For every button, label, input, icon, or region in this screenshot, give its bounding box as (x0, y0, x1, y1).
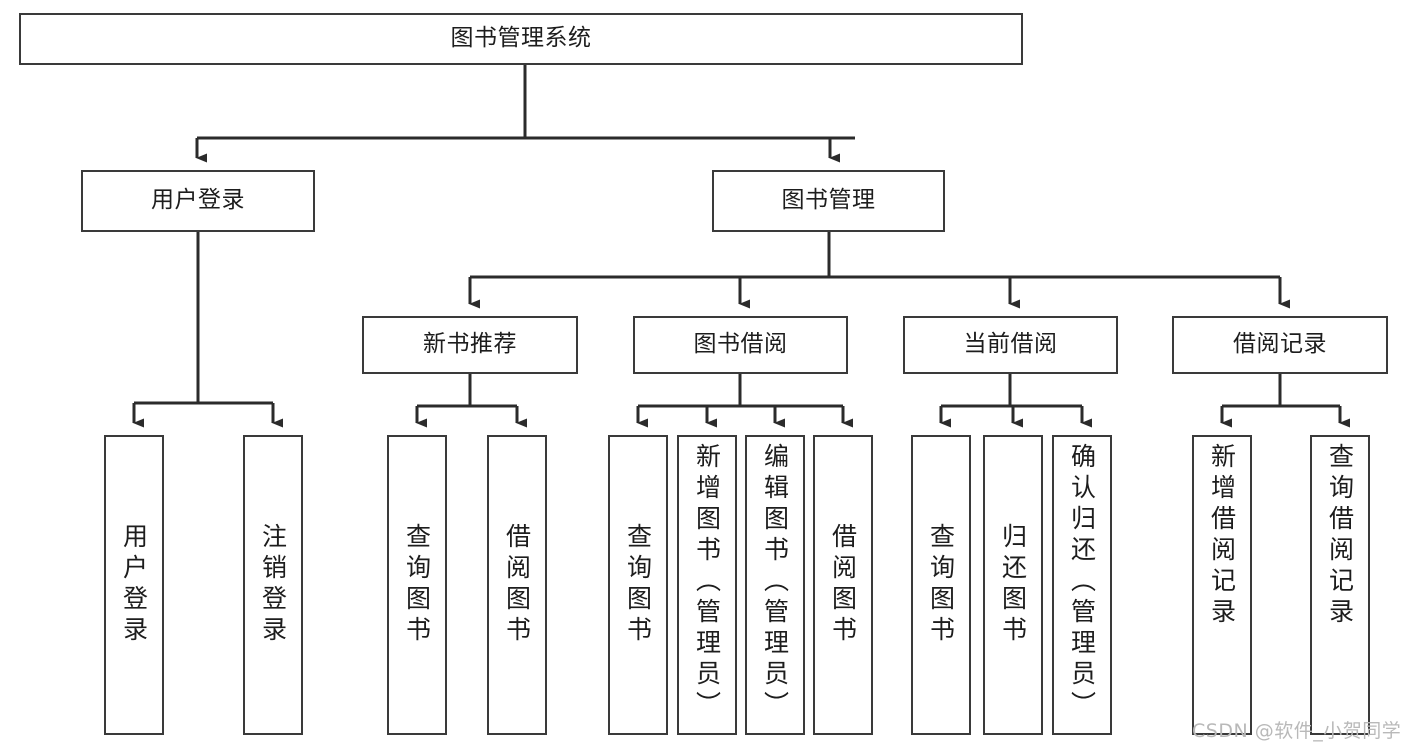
node-leaf-borrow-book[interactable]: 借阅图书 (813, 435, 873, 735)
node-leaf-query-borrow-record[interactable]: 查询借阅记录 (1310, 435, 1370, 735)
node-new-book-recommend-label: 新书推荐 (423, 331, 517, 358)
node-current-borrow[interactable]: 当前借阅 (903, 316, 1118, 374)
node-leaf-user-login-label: 用户登录 (119, 523, 149, 647)
node-leaf-add-borrow-record[interactable]: 新增借阅记录 (1192, 435, 1252, 735)
node-root[interactable]: 图书管理系统 (19, 13, 1023, 65)
node-book-borrow-label: 图书借阅 (693, 331, 788, 358)
node-leaf-query-book-borrow[interactable]: 查询图书 (608, 435, 668, 735)
node-new-book-recommend[interactable]: 新书推荐 (362, 316, 578, 374)
node-borrow-records-label: 借阅记录 (1233, 331, 1327, 358)
node-leaf-add-book-admin-label: 新增图书（管理员） (692, 443, 722, 722)
node-leaf-confirm-return-admin-label: 确认归还（管理员） (1067, 443, 1097, 722)
node-leaf-query-book-current[interactable]: 查询图书 (911, 435, 971, 735)
node-current-borrow-label: 当前借阅 (963, 331, 1058, 358)
node-leaf-logout-label: 注销登录 (258, 523, 288, 647)
node-leaf-query-book-borrow-label: 查询图书 (623, 523, 653, 647)
node-leaf-borrow-book-recommend[interactable]: 借阅图书 (487, 435, 547, 735)
node-book-management[interactable]: 图书管理 (712, 170, 945, 232)
node-leaf-confirm-return-admin[interactable]: 确认归还（管理员） (1052, 435, 1112, 735)
node-leaf-borrow-book-recommend-label: 借阅图书 (502, 523, 532, 647)
node-leaf-edit-book-admin[interactable]: 编辑图书（管理员） (745, 435, 805, 735)
node-user-login[interactable]: 用户登录 (81, 170, 315, 232)
node-book-borrow[interactable]: 图书借阅 (633, 316, 848, 374)
node-root-label: 图书管理系统 (450, 25, 592, 52)
node-leaf-query-book-recommend-label: 查询图书 (402, 523, 432, 647)
node-leaf-user-login[interactable]: 用户登录 (104, 435, 164, 735)
node-leaf-query-borrow-record-label: 查询借阅记录 (1325, 443, 1355, 629)
node-borrow-records[interactable]: 借阅记录 (1172, 316, 1388, 374)
node-user-login-label: 用户登录 (151, 187, 245, 214)
node-leaf-borrow-book-label: 借阅图书 (828, 523, 858, 647)
csdn-watermark: CSDN @软件_小贺同学 (1192, 720, 1402, 742)
node-leaf-edit-book-admin-label: 编辑图书（管理员） (760, 443, 790, 722)
node-book-management-label: 图书管理 (781, 187, 876, 214)
node-leaf-return-book[interactable]: 归还图书 (983, 435, 1043, 735)
node-leaf-logout[interactable]: 注销登录 (243, 435, 303, 735)
node-leaf-add-book-admin[interactable]: 新增图书（管理员） (677, 435, 737, 735)
node-leaf-add-borrow-record-label: 新增借阅记录 (1207, 443, 1237, 629)
node-leaf-query-book-current-label: 查询图书 (926, 523, 956, 647)
node-leaf-return-book-label: 归还图书 (998, 523, 1028, 647)
node-leaf-query-book-recommend[interactable]: 查询图书 (387, 435, 447, 735)
